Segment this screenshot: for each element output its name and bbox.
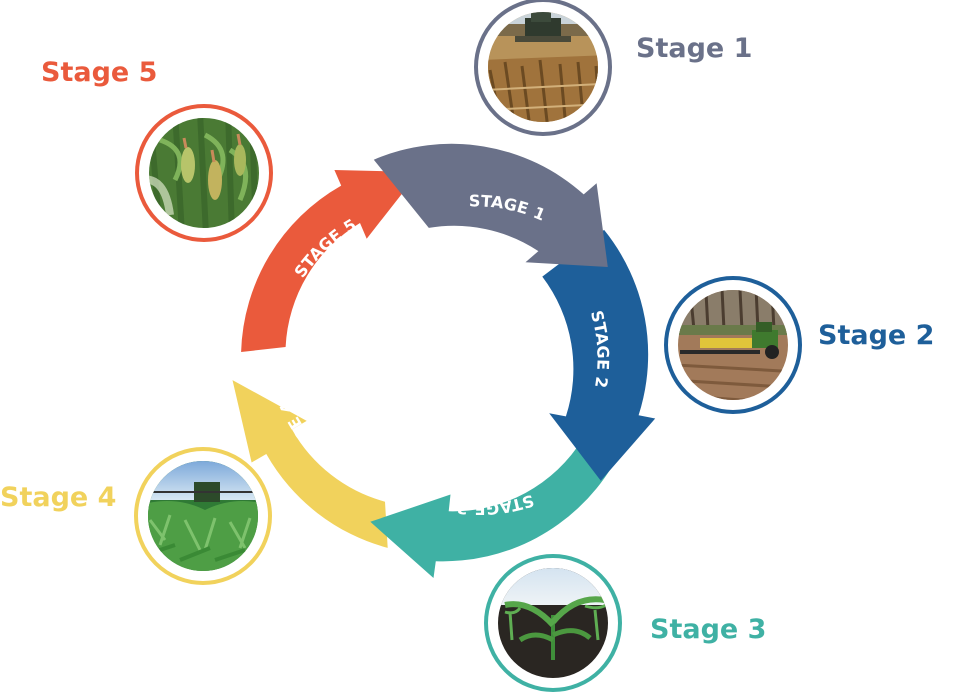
stage-3-arrow xyxy=(370,438,612,578)
stage-5-photo xyxy=(135,104,273,242)
stage-1-label: Stage 1 xyxy=(636,33,752,64)
stage-3-photo xyxy=(484,554,622,692)
stage-2-photo xyxy=(664,276,802,414)
stage-4-photo xyxy=(134,447,272,585)
cycle-arrows xyxy=(232,143,656,578)
stage-5-label: Stage 5 xyxy=(41,57,157,88)
stage-4-arrow xyxy=(232,380,388,548)
stage-5-arrow xyxy=(241,170,419,352)
stage-3-label: Stage 3 xyxy=(650,614,766,645)
stage-4-label: Stage 4 xyxy=(0,482,116,513)
stage-2-label: Stage 2 xyxy=(818,320,934,351)
outer-labels: Stage 1 Stage 2 Stage 3 Stage 4 Stage 5 xyxy=(0,33,934,645)
mature-corn-icon xyxy=(149,118,259,228)
corn-seedling-icon xyxy=(498,568,608,678)
stage-1-arrow xyxy=(373,143,608,267)
stage-2-arrow xyxy=(542,229,656,481)
stage-1-photo xyxy=(474,0,612,136)
